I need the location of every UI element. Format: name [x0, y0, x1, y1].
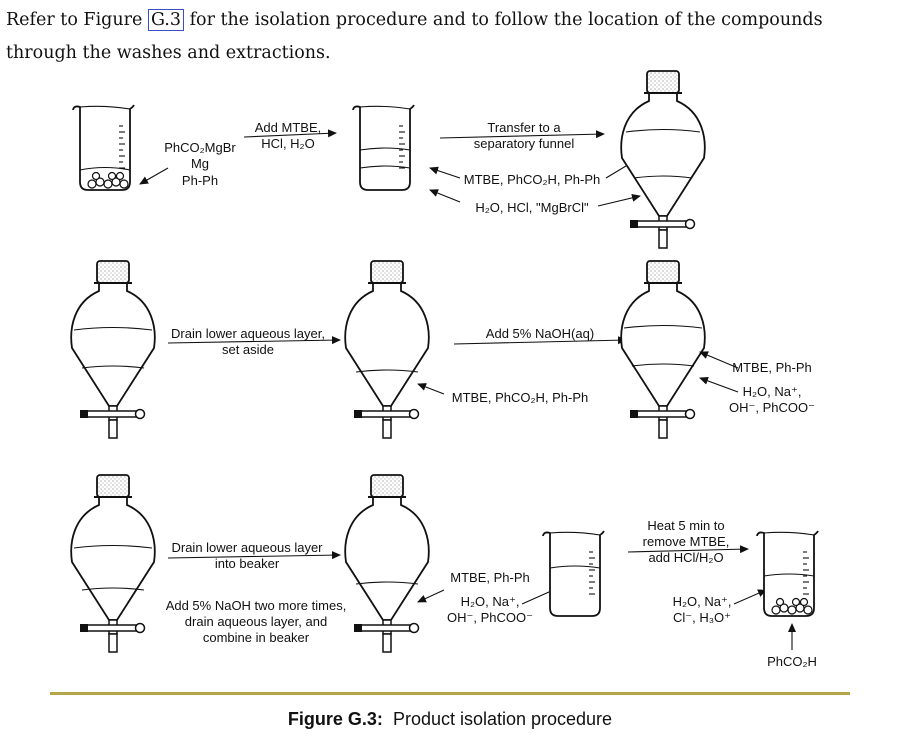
row2-organic-arrow: [699, 351, 739, 369]
step-add-mtbe-line1: Add MTBE,: [255, 120, 321, 135]
figure-caption: Figure G.3: Product isolation procedure: [0, 709, 900, 730]
step-drain-line1: Drain lower aqueous layer,: [171, 326, 325, 341]
step-transfer-line2: separatory funnel: [474, 136, 575, 151]
row1-organic-layer-label: MTBE, PhCO₂H, Ph-Ph: [464, 172, 601, 187]
separatory-funnel-6: [344, 474, 430, 653]
beaker-aqueous-extract: [542, 530, 605, 617]
row2-organic-layer-label: MTBE, Ph-Ph: [732, 360, 811, 375]
step-transfer-arrow: [439, 130, 605, 139]
figure-reference-link[interactable]: G.3: [147, 9, 184, 31]
caption-rule: [50, 692, 850, 695]
row1-aqueous-layer-label: H₂O, HCl, "MgBrCl": [475, 200, 589, 215]
caption-text: Product isolation procedure: [392, 709, 613, 729]
step-add-mtbe-arrow: [243, 129, 337, 138]
row1-aqueous-arrow-left: [429, 189, 461, 203]
caption-label: Figure G.3:: [287, 709, 383, 729]
repeat-note-line1: Add 5% NaOH two more times,: [166, 598, 347, 613]
step-add-naoh: Add 5% NaOH(aq): [486, 326, 594, 341]
beaker1-content-2: Mg: [191, 156, 209, 171]
intro-paragraph: Refer to Figure G.3 for the isolation pr…: [6, 4, 896, 70]
beaker1-content-1: PhCO₂MgBr: [164, 140, 236, 155]
step-heat-line3: add HCl/H₂O: [648, 550, 723, 565]
funnel3-layer-arrow: [417, 383, 445, 395]
funnel6-organic-arrow: [417, 589, 445, 603]
intro-text-after: for the isolation procedure and to follo…: [6, 10, 823, 63]
row1-organic-arrow-left: [429, 166, 461, 179]
separatory-funnel-5: [70, 474, 156, 653]
separatory-funnel-1: [620, 70, 706, 249]
product-label: PhCO₂H: [767, 654, 817, 669]
step-drain-beaker-line1: Drain lower aqueous layer: [171, 540, 323, 555]
step-heat-line2: remove MTBE,: [643, 534, 730, 549]
step-drain-arrow: [167, 336, 341, 345]
step-add-naoh-arrow: [453, 336, 627, 345]
separatory-funnel-4: [620, 260, 706, 439]
repeat-note-line3: combine in beaker: [203, 630, 310, 645]
step-drain-line2: set aside: [222, 342, 274, 357]
step-heat-arrow: [627, 545, 749, 554]
separatory-funnel-3: [344, 260, 430, 439]
final-aqueous-line1: H₂O, Na⁺,: [673, 594, 732, 609]
mg-turnings: [87, 171, 129, 189]
beaker1-content-3: Ph-Ph: [182, 173, 218, 188]
repeat-note-line2: drain aqueous layer, and: [185, 614, 327, 629]
funnel6-organic-label: MTBE, Ph-Ph: [450, 570, 529, 585]
step-drain-beaker-line2: into beaker: [215, 556, 280, 571]
step-add-mtbe-line2: HCl, H₂O: [261, 136, 314, 151]
row2-aqueous-label-line1: H₂O, Na⁺,: [743, 384, 802, 399]
beaker-reaction-mixture: [72, 104, 135, 191]
row2-aqueous-arrow: [699, 377, 739, 393]
final-aqueous-line2: Cl⁻, H₃O⁺: [673, 610, 731, 625]
product-crystals: [771, 597, 813, 615]
row2-aqueous-label-line2: OH⁻, PhCOO⁻: [729, 400, 815, 415]
step-transfer-line1: Transfer to a: [487, 120, 561, 135]
step-heat-line1: Heat 5 min to: [647, 518, 724, 533]
beaker-two-layers: [352, 104, 415, 191]
beaker3-content-line2: OH⁻, PhCOO⁻: [447, 610, 533, 625]
final-aqueous-arrow: [733, 589, 767, 605]
step-drain-beaker-arrow: [167, 551, 341, 560]
row1-aqueous-arrow-right: [597, 193, 641, 207]
beaker3-content-line1: H₂O, Na⁺,: [461, 594, 520, 609]
beaker-product-precipitate: [756, 530, 819, 617]
funnel3-layer-label: MTBE, PhCO₂H, Ph-Ph: [452, 390, 589, 405]
intro-text-before: Refer to Figure: [6, 10, 148, 30]
beaker1-contents-arrow: [139, 167, 169, 185]
separatory-funnel-2: [70, 260, 156, 439]
